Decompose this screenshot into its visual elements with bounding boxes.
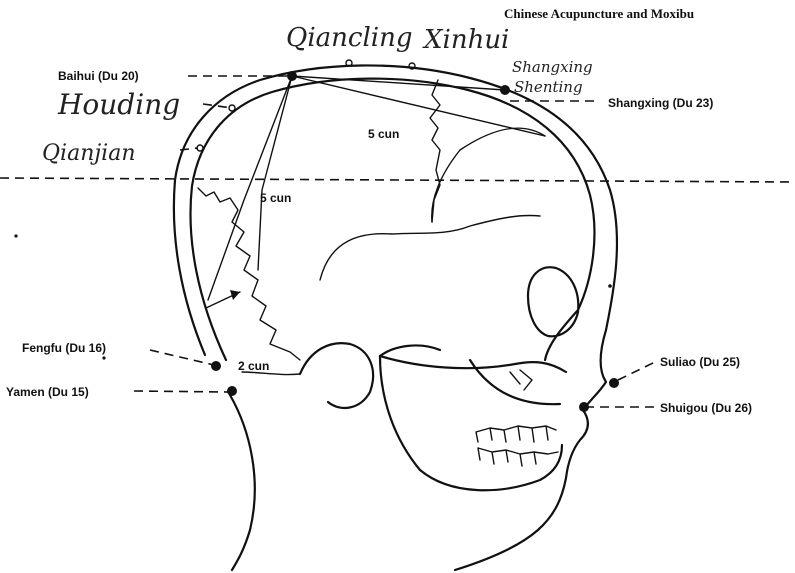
arrow-head	[230, 290, 240, 300]
baihui-point	[287, 71, 297, 81]
suliao-point	[609, 378, 619, 388]
nasal-aperture	[510, 370, 532, 390]
handwritten-shenting: Shenting	[514, 78, 583, 96]
label-shuigou: Shuigou (Du 26)	[660, 401, 752, 415]
label-baihui: Baihui (Du 20)	[58, 69, 139, 83]
label-yamen: Yamen (Du 15)	[6, 385, 89, 399]
handwritten-qianding: Qiancling	[286, 23, 412, 53]
shuigou-point	[579, 402, 589, 412]
coronal-suture	[430, 80, 440, 222]
eye-socket	[528, 267, 578, 336]
fengfu-point	[211, 361, 221, 371]
teeth-upper	[476, 426, 556, 442]
suliao-leader	[618, 362, 655, 380]
label-shangxing: Shangxing (Du 23)	[608, 96, 713, 110]
measure-label-neck: 2 cun	[238, 359, 269, 373]
handwritten-shangxing: Shangxing	[512, 58, 593, 76]
shangxing-point	[500, 85, 510, 95]
yamen-leader	[134, 391, 228, 392]
measure-line-inner	[258, 76, 292, 270]
zygomatic-arch	[380, 345, 440, 356]
head-outline	[174, 65, 617, 570]
handwritten-xinhui: Xinhui	[422, 25, 509, 55]
handwritten-qianjian: Qianjian	[42, 141, 136, 166]
handwritten-houding: Houding	[57, 88, 180, 121]
houding-leader	[203, 104, 232, 108]
stray-mark	[608, 284, 612, 288]
label-fengfu: Fengfu (Du 16)	[22, 341, 106, 355]
squamosal-suture	[320, 215, 540, 280]
neck-back-line	[230, 395, 255, 570]
page-header: Chinese Acupuncture and Moxibu	[504, 6, 694, 21]
houding-point	[229, 105, 235, 111]
reference-dashed-line	[0, 178, 795, 182]
yamen-point	[227, 386, 237, 396]
lambdoid-suture	[198, 188, 300, 360]
measure-label-back: 5 cun	[260, 191, 291, 205]
measure-line-vertical	[208, 76, 292, 300]
stray-mark-2	[102, 356, 105, 359]
mastoid-process	[300, 343, 373, 408]
mandible	[380, 356, 562, 490]
skull-outline	[190, 79, 594, 360]
temporal-line	[432, 128, 545, 222]
teeth-lower	[478, 448, 558, 466]
stray-mark-3	[14, 234, 17, 237]
measure-label-top: 5 cun	[368, 127, 399, 141]
label-suliao: Suliao (Du 25)	[660, 355, 740, 369]
